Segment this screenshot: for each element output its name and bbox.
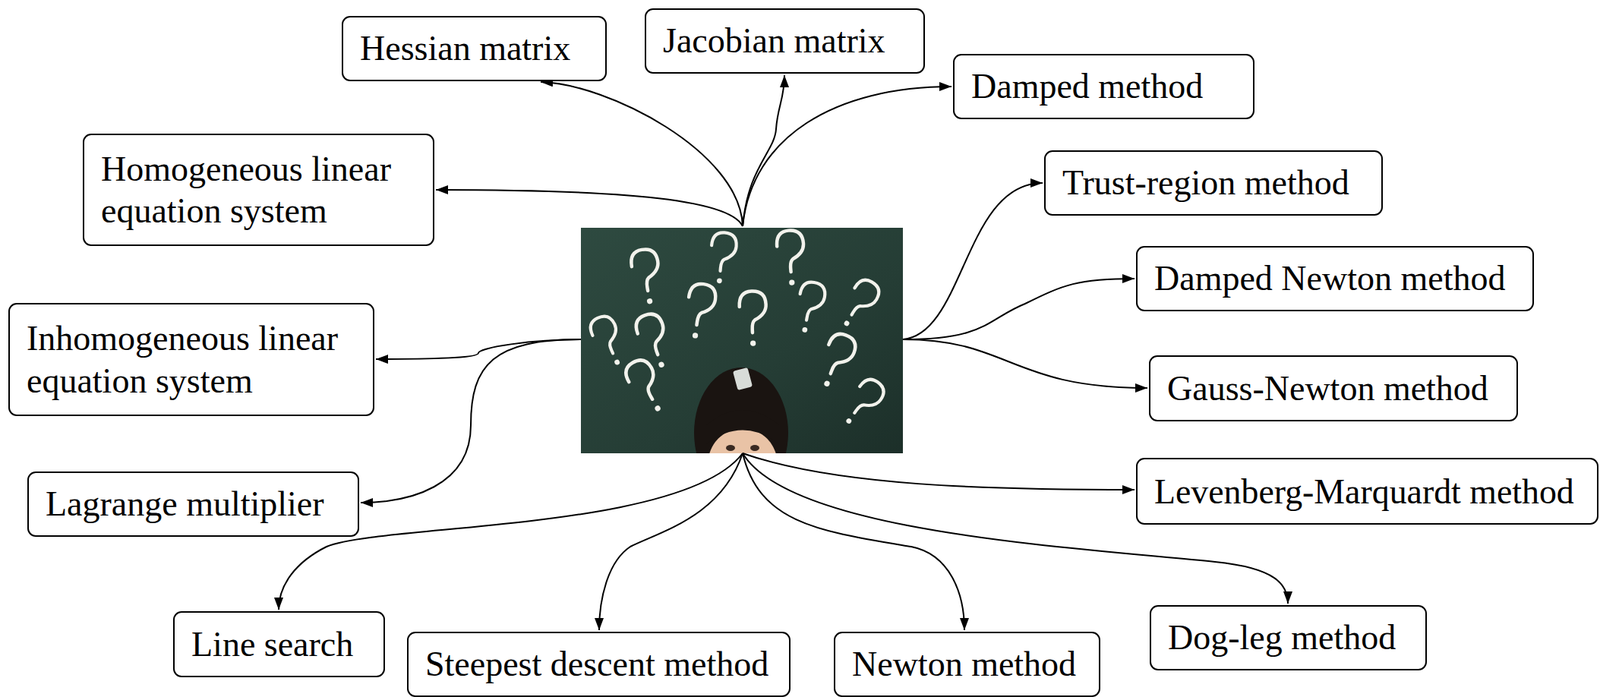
concept-label: Steepest descent method	[425, 643, 773, 685]
concept-label: Dog-leg method	[1167, 616, 1409, 659]
arrow	[902, 339, 1148, 389]
concept-label: Jacobian matrix	[662, 19, 907, 62]
concept-box: Steepest descent method	[407, 631, 791, 697]
concept-label: Hessian matrix	[359, 27, 589, 70]
arrow	[742, 453, 965, 631]
concept-label: Lagrange multiplier	[45, 482, 341, 525]
concept-box: Newton method	[833, 631, 1101, 697]
concept-label: Gauss-Newton method	[1167, 367, 1500, 410]
arrow	[599, 453, 743, 631]
concept-label: Levenberg-Marquardt method	[1154, 470, 1581, 513]
concept-label: Homogeneous linear equation system	[100, 148, 417, 232]
concept-label: Inhomogeneous linear equation system	[26, 317, 357, 401]
photo-illustration	[580, 227, 903, 454]
concept-box: Homogeneous linear equation system	[82, 133, 435, 247]
concept-box: Gauss-Newton method	[1148, 355, 1518, 422]
arrow	[360, 339, 581, 503]
arrow	[742, 75, 785, 227]
concept-box: Hessian matrix	[341, 15, 607, 82]
chalkboard	[580, 227, 903, 454]
arrow	[902, 183, 1043, 340]
concept-label: Damped method	[971, 65, 1237, 108]
concept-box: Dog-leg method	[1149, 605, 1427, 671]
arrow	[375, 339, 581, 360]
concept-label: Newton method	[852, 643, 1083, 685]
arrow	[742, 453, 1135, 490]
arrow	[540, 82, 743, 227]
concept-box: Damped Newton method	[1136, 246, 1534, 312]
concept-label: Trust-region method	[1062, 161, 1365, 204]
concept-box: Jacobian matrix	[644, 8, 925, 74]
arrow	[742, 86, 952, 227]
concept-box: Lagrange multiplier	[27, 471, 360, 537]
concept-box: Levenberg-Marquardt method	[1136, 457, 1599, 525]
concept-box: Trust-region method	[1044, 150, 1383, 216]
arrow	[902, 278, 1135, 340]
concept-label: Line search	[191, 623, 367, 666]
concept-box: Line search	[173, 611, 386, 678]
girl-head	[694, 367, 789, 454]
concept-box: Damped method	[953, 53, 1255, 120]
concept-box: Inhomogeneous linear equation system	[8, 302, 375, 417]
concept-label: Damped Newton method	[1154, 257, 1516, 300]
arrow	[435, 189, 743, 227]
